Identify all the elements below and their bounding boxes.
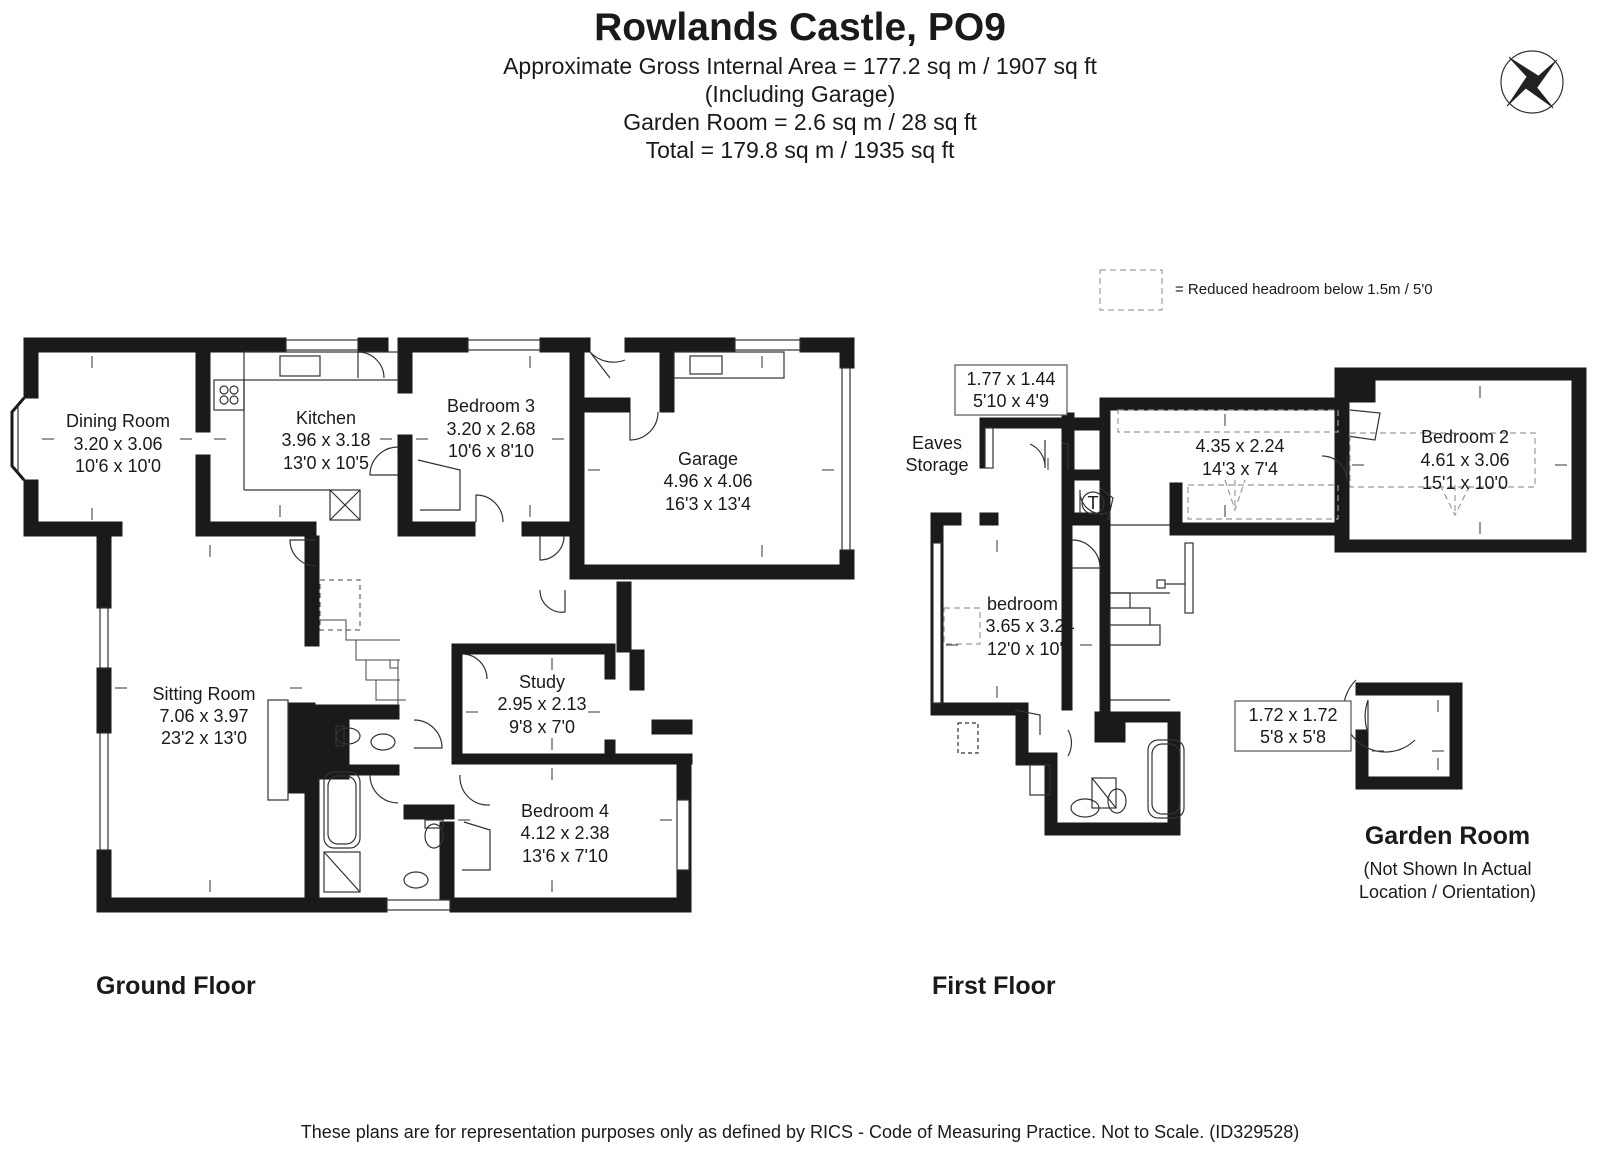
bedroom4-imperial: 13'6 x 7'10 [522,846,608,866]
landing-room-imperial: 14'3 x 7'4 [1202,459,1278,479]
ground-floor-label: Ground Floor [96,972,256,1000]
area-garden-room: Garden Room = 2.6 sq m / 28 sq ft [623,109,977,135]
eaves-dims-box [954,364,1068,416]
dining-room-name: Dining Room [66,411,170,431]
bedroom1-metric: 3.65 x 3.24 [985,616,1074,636]
area-total: Total = 179.8 sq m / 1935 sq ft [645,137,955,163]
garage-name: Garage [678,449,738,469]
bedroom3-name: Bedroom 3 [447,396,535,416]
eaves-storage-line2: Storage [905,455,968,475]
study-metric: 2.95 x 2.13 [497,694,586,714]
bedroom1-name: bedroom 1 [987,594,1073,614]
eaves-dims-metric: 1.77 x 1.44 [966,369,1055,389]
landing-room-metric: 4.35 x 2.24 [1195,436,1284,456]
bedroom2-imperial: 15'1 x 10'0 [1422,473,1508,493]
garden-room-dims-box [1234,700,1352,752]
bedroom4-name: Bedroom 4 [521,801,609,821]
area-note: (Including Garage) [704,81,896,107]
garage-metric: 4.96 x 4.06 [663,471,752,491]
disclaimer-footer: These plans are for representation purpo… [300,1122,1300,1142]
kitchen-name: Kitchen [296,408,356,428]
kitchen-metric: 3.96 x 3.18 [281,430,370,450]
garage-imperial: 16'3 x 13'4 [665,494,751,514]
eaves-storage-line1: Eaves [912,433,962,453]
dining-room-metric: 3.20 x 3.06 [73,434,162,454]
bedroom2-metric: 4.61 x 3.06 [1420,450,1509,470]
dining-room-imperial: 10'6 x 10'0 [75,456,161,476]
water-tank-icon: T [1088,493,1099,513]
garden-room-note: (Not Shown In Actual Location / Orientat… [1330,858,1565,904]
study-name: Study [519,672,565,692]
area-internal: Approximate Gross Internal Area = 177.2 … [503,53,1097,79]
sitting-room-imperial: 23'2 x 13'0 [161,728,247,748]
first-floor-label: First Floor [932,972,1056,1000]
study-imperial: 9'8 x 7'0 [509,717,575,737]
plan-title: Rowlands Castle, PO9 [594,6,1006,49]
bedroom2-name: Bedroom 2 [1421,427,1509,447]
garden-room-metric: 1.72 x 1.72 [1248,705,1337,725]
garden-room-note-line1: (Not Shown In Actual [1363,859,1532,879]
garden-room-note-line2: Location / Orientation) [1358,882,1537,902]
bedroom4-metric: 4.12 x 2.38 [520,823,609,843]
garden-room-title: Garden Room [1364,822,1531,850]
garden-room-imperial: 5'8 x 5'8 [1260,727,1326,747]
kitchen-imperial: 13'0 x 10'5 [283,453,369,473]
sitting-room-metric: 7.06 x 3.97 [159,706,248,726]
eaves-dims-imperial: 5'10 x 4'9 [973,391,1049,411]
sitting-room-name: Sitting Room [152,684,255,704]
legend-text: = Reduced headroom below 1.5m / 5'0 [1175,281,1433,298]
bedroom3-imperial: 10'6 x 8'10 [448,441,534,461]
bedroom1-imperial: 12'0 x 10'8 [987,639,1073,659]
bedroom3-metric: 3.20 x 2.68 [446,419,535,439]
legend-swatch [1099,269,1163,311]
